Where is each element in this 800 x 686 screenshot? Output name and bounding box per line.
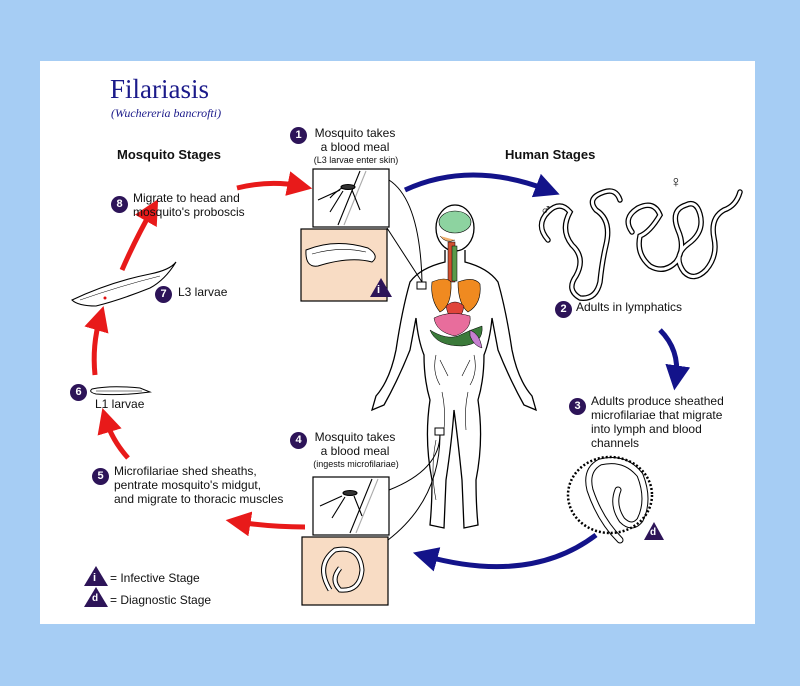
legend-diagnostic-letter: d — [92, 593, 99, 604]
l1-larva-worm — [90, 386, 152, 396]
step-7-line-1: L3 larvae — [178, 285, 228, 299]
human-stages-heading: Human Stages — [505, 147, 596, 162]
step-3-badge: 3 — [569, 398, 586, 415]
step-4-line-2: a blood meal — [320, 444, 390, 458]
page-subtitle: (Wuchereria bancrofti) — [111, 106, 222, 120]
arrow-8-to-1 — [236, 171, 313, 196]
step-4-note: (ingests microfilariae) — [313, 459, 399, 469]
step-7-badge: 7 — [155, 286, 172, 303]
step-8-line-1: Migrate to head and — [133, 191, 240, 205]
arrow-3-to-4 — [412, 533, 598, 572]
arrow-6-to-7 — [84, 306, 109, 376]
legend-infective-letter: i — [93, 572, 97, 584]
step-2-line-1: Adults in lymphatics — [576, 300, 683, 314]
brain — [438, 210, 472, 234]
legend-diagnostic-label: = Diagnostic Stage — [110, 593, 212, 607]
legend-infective-triangle — [84, 566, 108, 586]
step-3-line-3: into lymph and blood — [591, 422, 702, 436]
page-title: Filariasis — [110, 74, 209, 104]
mosquito-stages-heading: Mosquito Stages — [117, 147, 222, 162]
arrow-5-to-6 — [97, 408, 130, 460]
step-1-line-1: Mosquito takes — [314, 126, 396, 140]
legend-infective-label: = Infective Stage — [110, 571, 200, 585]
step-2-badge: 2 — [555, 301, 572, 318]
male-symbol: ♂ — [540, 202, 552, 219]
step-8-badge: 8 — [111, 196, 128, 213]
arrow-2-to-3 — [658, 328, 691, 391]
sheathed-microfilaria — [566, 455, 654, 544]
step-4-badge: 4 — [290, 432, 307, 449]
step-5-badge: 5 — [92, 468, 109, 485]
step-1-note: (L3 larvae enter skin) — [313, 155, 399, 165]
infective-badge-main — [370, 278, 392, 297]
legend-diagnostic-triangle — [84, 587, 108, 607]
lungs — [431, 278, 481, 313]
arrow-4-to-5 — [225, 511, 306, 537]
arrow-7-to-8 — [119, 199, 159, 271]
arrow-1-to-2 — [403, 172, 560, 198]
female-symbol: ♀ — [670, 174, 682, 191]
step-5-line-3: and migrate to thoracic muscles — [114, 492, 284, 506]
step-5-line-1: Microfilariae shed sheaths, — [114, 464, 257, 478]
step-4-line-1: Mosquito takes — [314, 430, 396, 444]
step-3-line-2: microfilariae that migrate — [591, 408, 723, 422]
diagnostic-badge-letter: d — [650, 527, 657, 538]
mosquito-inset-top — [312, 168, 390, 228]
mosquito-inset-bottom — [312, 476, 390, 536]
step-6-badge: 6 — [70, 384, 87, 401]
step-6-line-1: L1 larvae — [95, 397, 145, 411]
step-1-badge: 1 — [290, 127, 307, 144]
l3-larva-worm — [71, 261, 177, 307]
diagnostic-badge-main — [644, 522, 664, 540]
step-8-line-2: mosquito's proboscis — [133, 205, 245, 219]
infective-badge-letter: i — [377, 284, 381, 296]
step-3-line-1: Adults produce sheathed — [591, 394, 724, 408]
step-3-line-4: channels — [591, 436, 640, 450]
step-5-line-2: pentrate mosquito's midgut, — [114, 478, 262, 492]
step-1-line-2: a blood meal — [320, 140, 390, 154]
